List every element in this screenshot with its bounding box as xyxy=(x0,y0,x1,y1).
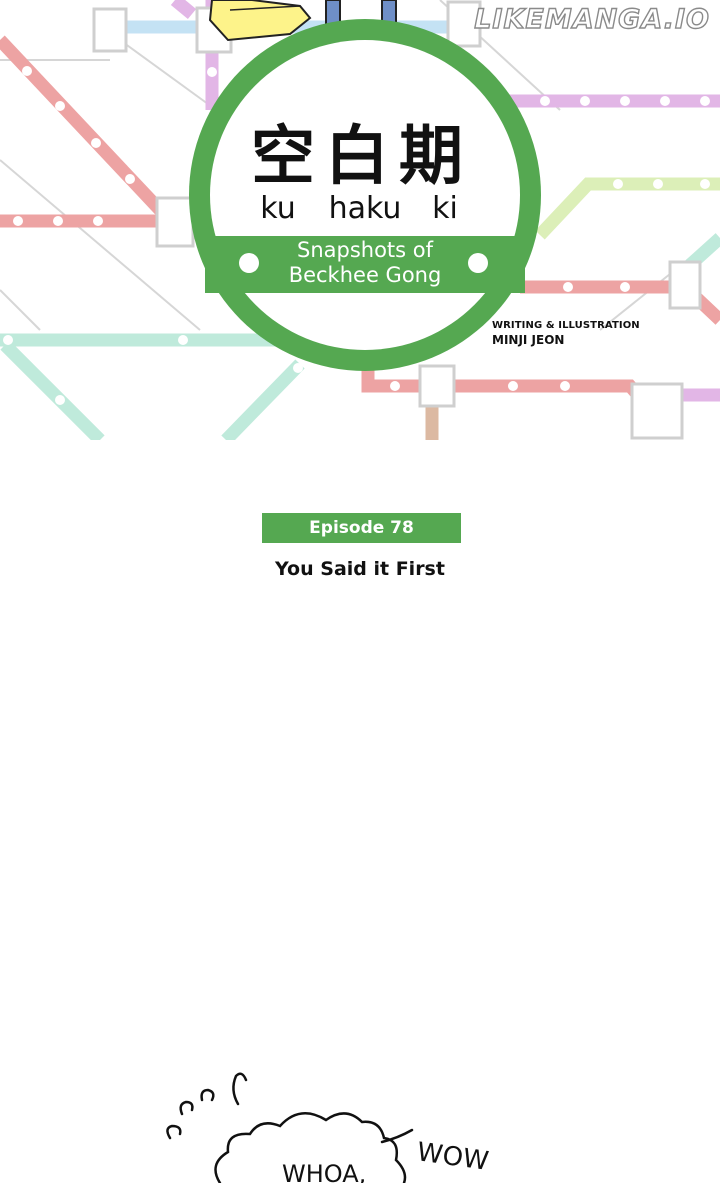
speech-bubble xyxy=(214,1112,407,1185)
sign-romaji-haku: haku xyxy=(329,191,402,226)
line-purple-top xyxy=(170,0,197,20)
watermark: LIKEMANGA.IO xyxy=(474,3,710,35)
episode-title: You Said it First xyxy=(275,558,445,580)
credit-role: WRITING & ILLUSTRATION xyxy=(492,320,640,331)
sign-subtitle-line1: Snapshots of xyxy=(297,238,434,262)
line-mint-diag-left xyxy=(0,340,105,440)
line-red-bottom xyxy=(361,370,665,425)
surprise-mark xyxy=(179,1100,194,1116)
sign-romaji-ki: ki xyxy=(432,191,458,226)
sign-kanji: 空白期 xyxy=(251,120,473,194)
surprise-mark xyxy=(200,1088,215,1102)
line-lime xyxy=(535,177,720,240)
bubble-tail xyxy=(380,1128,414,1144)
sfx-whoa: WHOA, xyxy=(282,1160,366,1183)
sign-romaji-ku: ku xyxy=(260,191,295,226)
line-mint-diag-right xyxy=(221,359,305,440)
subway-map-illustration: 空白期 ku haku ki Snapshots of Beckhee Gong xyxy=(0,0,720,440)
station-sign: 空白期 ku haku ki Snapshots of Beckhee Gong xyxy=(189,19,541,371)
surprise-mark xyxy=(232,1072,248,1106)
credit-name: MINJI JEON xyxy=(492,333,565,347)
episode-badge: Episode 78 xyxy=(262,513,461,543)
sign-subtitle-line2: Beckhee Gong xyxy=(289,263,442,287)
cover-banner: 空白期 ku haku ki Snapshots of Beckhee Gong… xyxy=(0,0,720,440)
surprise-mark xyxy=(166,1124,182,1140)
sfx-wow: WOW xyxy=(415,1137,490,1177)
sound-effect-panel: WHOA, WOW xyxy=(150,1060,530,1187)
line-red-upper xyxy=(0,35,165,215)
